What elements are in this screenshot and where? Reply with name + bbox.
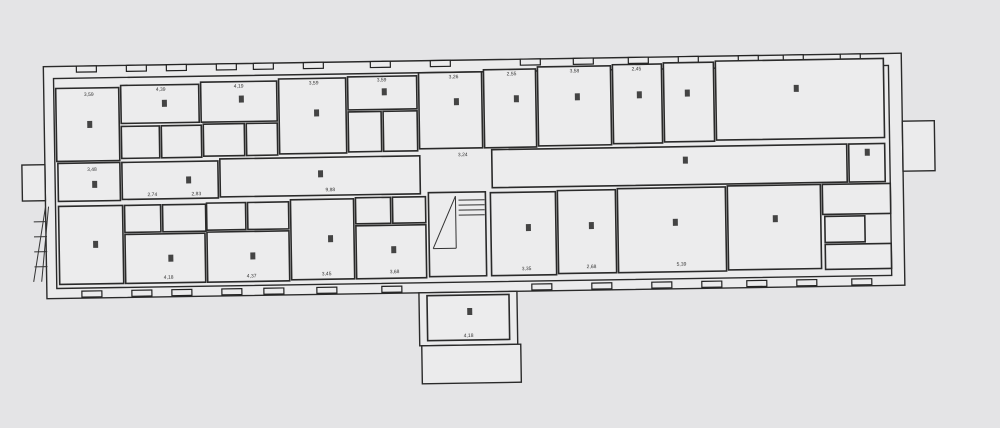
dim-label: 4,18 xyxy=(464,333,474,339)
dim-label: 9,88 xyxy=(325,187,335,193)
dim-label: 3,59 xyxy=(84,92,94,98)
dim-label: 3,59 xyxy=(309,80,319,86)
dim-label: 2,55 xyxy=(507,71,517,77)
dim-label: 3,58 xyxy=(570,68,580,74)
dim-label: 3,35 xyxy=(522,266,532,272)
dim-label: 3,45 xyxy=(322,271,332,277)
dim-label: 2,74 xyxy=(147,192,157,198)
left-entrance xyxy=(22,165,46,201)
dim-label: 5,39 xyxy=(677,262,687,268)
dim-label: 3,26 xyxy=(449,74,459,80)
dim-label: 2,45 xyxy=(632,66,642,72)
dim-label: 4,18 xyxy=(164,275,174,281)
dim-label: 3,59 xyxy=(377,77,387,83)
right-annex xyxy=(902,121,935,171)
dim-label: 4,39 xyxy=(156,87,166,93)
dim-label: 4,19 xyxy=(234,84,244,90)
dim-label: 3,48 xyxy=(87,167,97,173)
dim-label: 2,68 xyxy=(587,264,597,270)
dim-label: 3,68 xyxy=(390,269,400,275)
porch xyxy=(422,344,522,384)
dim-label: 2,83 xyxy=(191,191,201,197)
dim-label: 4,37 xyxy=(247,273,257,279)
dim-label: 3,24 xyxy=(458,152,468,158)
